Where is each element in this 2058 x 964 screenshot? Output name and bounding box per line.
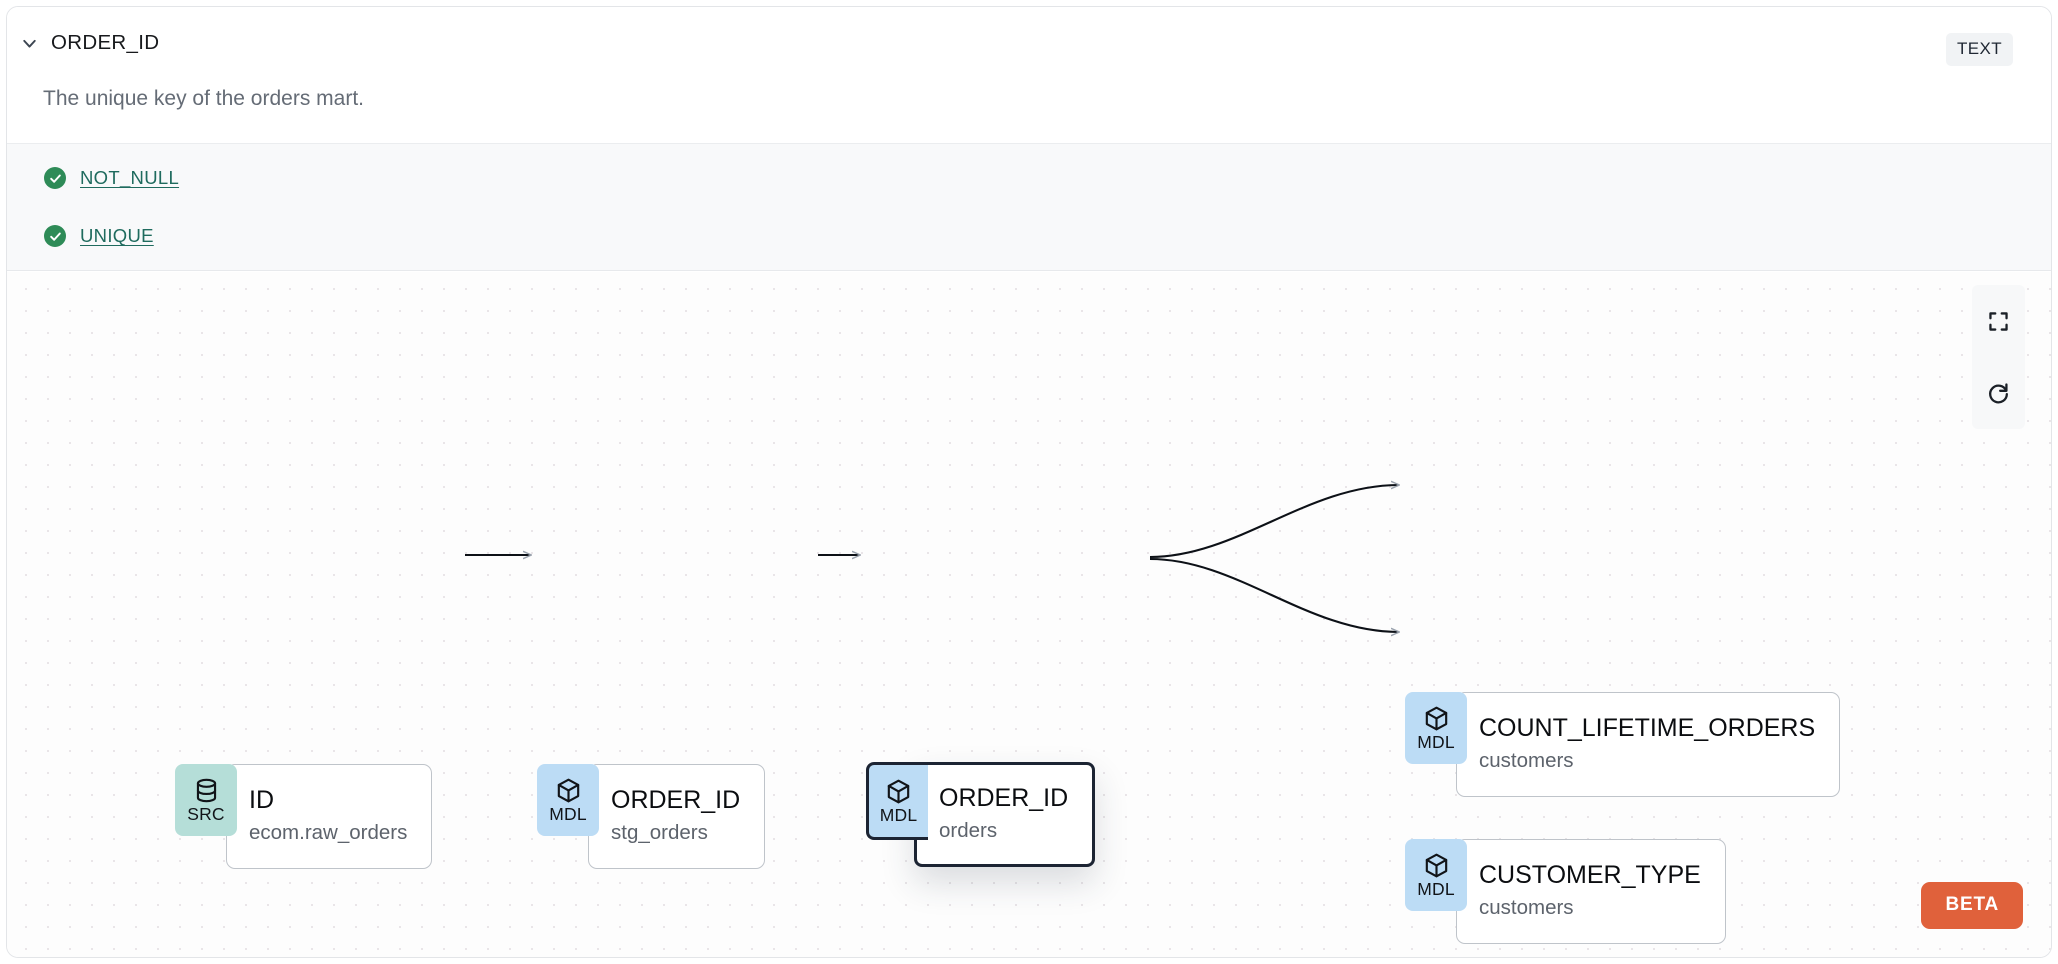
column-type-badge: TEXT (1945, 33, 2013, 66)
test-item-unique[interactable]: UNIQUE (44, 225, 154, 247)
node-column-name: ID (249, 786, 274, 815)
node-column-name: ORDER_ID (611, 786, 741, 815)
node-badge-label: MDL (1417, 878, 1455, 899)
test-link-label[interactable]: NOT_NULL (80, 167, 180, 188)
edge-mart-to-count (1149, 485, 1399, 559)
node-badge-label: MDL (879, 804, 918, 825)
fullscreen-button[interactable] (1972, 285, 2025, 357)
header-row: ORDER_ID (7, 31, 159, 55)
node-badge-label: MDL (1417, 731, 1455, 752)
node-card[interactable]: CUSTOMER_TYPE customers (1456, 839, 1726, 944)
refresh-button[interactable] (1972, 357, 2025, 429)
check-circle-icon (44, 225, 66, 247)
node-resource-name: stg_orders (611, 820, 708, 844)
node-badge-mdl: MDL (866, 762, 928, 840)
beta-badge[interactable]: BETA (1921, 882, 2023, 929)
edge-mart-to-customer-type (1149, 557, 1399, 632)
lineage-node-mart-order-id[interactable]: MDL ORDER_ID orders (866, 762, 1096, 867)
test-item-not-null[interactable]: NOT_NULL (44, 167, 179, 189)
panel-header: ORDER_ID TEXT The unique key of the orde… (7, 7, 2051, 110)
canvas-controls (1972, 285, 2025, 429)
node-badge-src: SRC (175, 764, 237, 836)
test-link-label[interactable]: UNIQUE (80, 225, 154, 246)
check-circle-icon (44, 167, 66, 189)
node-resource-name: customers (1479, 748, 1574, 772)
node-card[interactable]: COUNT_LIFETIME_ORDERS customers (1456, 692, 1841, 797)
node-resource-name: customers (1479, 895, 1574, 919)
cube-icon (1425, 706, 1447, 731)
tests-section: NOT_NULL UNIQUE (7, 143, 2051, 271)
column-description: The unique key of the orders mart. (43, 87, 364, 110)
lineage-edges (465, 272, 2052, 957)
node-card[interactable]: ORDER_ID stg_orders (588, 764, 766, 869)
fullscreen-icon (1989, 311, 2008, 331)
node-resource-name: orders (939, 818, 998, 842)
node-card[interactable]: ORDER_ID orders (914, 762, 1096, 867)
node-resource-name: ecom.raw_orders (249, 820, 408, 844)
cube-icon (1425, 853, 1447, 878)
lineage-node-stg-order-id[interactable]: MDL ORDER_ID stg_orders (537, 764, 766, 869)
node-column-name: ORDER_ID (939, 784, 1069, 813)
node-badge-label: MDL (549, 803, 587, 824)
node-column-name: COUNT_LIFETIME_ORDERS (1479, 714, 1816, 743)
lineage-node-src-id[interactable]: SRC ID ecom.raw_orders (175, 764, 433, 869)
database-icon (196, 778, 216, 803)
node-badge-label: SRC (187, 803, 225, 824)
node-badge-mdl: MDL (1405, 839, 1467, 911)
node-card[interactable]: ID ecom.raw_orders (226, 764, 433, 869)
lineage-node-customer-type[interactable]: MDL CUSTOMER_TYPE customers (1405, 839, 1726, 944)
cube-icon (887, 779, 910, 804)
page-title: ORDER_ID (51, 31, 160, 54)
lineage-node-count-lifetime-orders[interactable]: MDL COUNT_LIFETIME_ORDERS customers (1405, 692, 1841, 797)
chevron-down-icon[interactable] (7, 33, 51, 54)
node-badge-mdl: MDL (537, 764, 599, 836)
cube-icon (557, 778, 579, 803)
column-detail-panel: ORDER_ID TEXT The unique key of the orde… (6, 6, 2052, 958)
lineage-graph-canvas[interactable]: SRC ID ecom.raw_orders MDL ORDER_ID stg_… (7, 272, 2052, 957)
node-badge-mdl: MDL (1405, 692, 1467, 764)
node-column-name: CUSTOMER_TYPE (1479, 861, 1701, 890)
refresh-icon (1989, 382, 2008, 403)
